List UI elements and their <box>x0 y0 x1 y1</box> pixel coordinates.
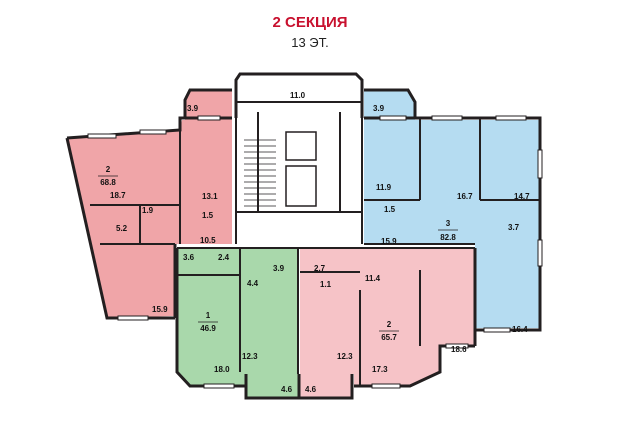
apartment-east-fill <box>364 120 540 328</box>
room-area-west-kitchen: 13.1 <box>202 192 218 201</box>
apartment-east-number: 3 <box>446 219 451 228</box>
apartment-sw-fill <box>177 248 298 386</box>
room-area-sw-bath: 3.9 <box>273 264 285 273</box>
room-area-west-big: 15.9 <box>152 305 168 314</box>
room-area-s-balcony: 4.6 <box>305 385 317 394</box>
room-area-west-wc: 1.9 <box>142 206 154 215</box>
apartment-west-fill <box>67 120 232 318</box>
section-title: 2 СЕКЦИЯ <box>272 14 348 31</box>
apartment-west-area: 68.8 <box>100 178 116 187</box>
room-area-west-room: 18.7 <box>110 191 126 200</box>
floor-label: 13 ЭТ. <box>291 35 329 50</box>
room-area-east-room1: 16.7 <box>457 192 473 201</box>
apartment-west-marker: 2 68.8 <box>98 165 118 187</box>
balcony-ne-fill <box>364 90 415 120</box>
room-area-west-bath: 5.2 <box>116 224 128 233</box>
balcony-nw-fill <box>185 90 232 120</box>
apartment-sw-number: 1 <box>206 311 211 320</box>
apartment-s-marker: 2 65.7 <box>379 320 399 342</box>
room-area-sw-small1: 3.6 <box>183 253 195 262</box>
stair-core <box>236 102 362 244</box>
apartment-sw-marker: 1 46.9 <box>198 311 218 333</box>
room-area-sw-hall: 4.4 <box>247 279 259 288</box>
balcony-s-fill <box>300 374 352 398</box>
apartment-east-area: 82.8 <box>440 233 456 242</box>
room-area-s-room2: 18.6 <box>451 345 467 354</box>
room-area-s-kitchen: 12.3 <box>337 352 353 361</box>
apartment-sw-area: 46.9 <box>200 324 216 333</box>
room-area-east-closet: 1.5 <box>384 205 396 214</box>
room-area-east-big: 16.4 <box>512 325 528 334</box>
apartment-s-area: 65.7 <box>381 333 397 342</box>
apartment-s-number: 2 <box>387 320 392 329</box>
room-area-sw-room: 18.0 <box>214 365 230 374</box>
apartment-east-marker: 3 82.8 <box>438 219 458 242</box>
room-area-east-bath: 3.7 <box>508 223 520 232</box>
balcony-sw-fill <box>246 374 298 398</box>
apartment-s-fill <box>300 248 475 386</box>
room-area-s-hall: 11.4 <box>365 274 381 283</box>
room-area-s-room1: 17.3 <box>372 365 388 374</box>
room-area-sw-small2: 2.4 <box>218 253 230 262</box>
room-area-balcony-nw: 3.9 <box>187 104 199 113</box>
room-area-balcony-ne: 3.9 <box>373 104 385 113</box>
room-area-s-bath: 2.7 <box>314 264 326 273</box>
room-area-sw-kitchen: 12.3 <box>242 352 258 361</box>
room-area-west-hall: 10.5 <box>200 236 216 245</box>
room-area-east-hall: 15.9 <box>381 237 397 246</box>
room-area-s-wc: 1.1 <box>320 280 332 289</box>
apartment-west-number: 2 <box>106 165 111 174</box>
room-area-east-kitchen: 11.9 <box>376 183 392 192</box>
room-area-corridor-top: 11.0 <box>290 91 306 100</box>
room-area-east-room2: 14.7 <box>514 192 530 201</box>
room-area-sw-balcony: 4.6 <box>281 385 293 394</box>
room-area-west-closet: 1.5 <box>202 211 214 220</box>
